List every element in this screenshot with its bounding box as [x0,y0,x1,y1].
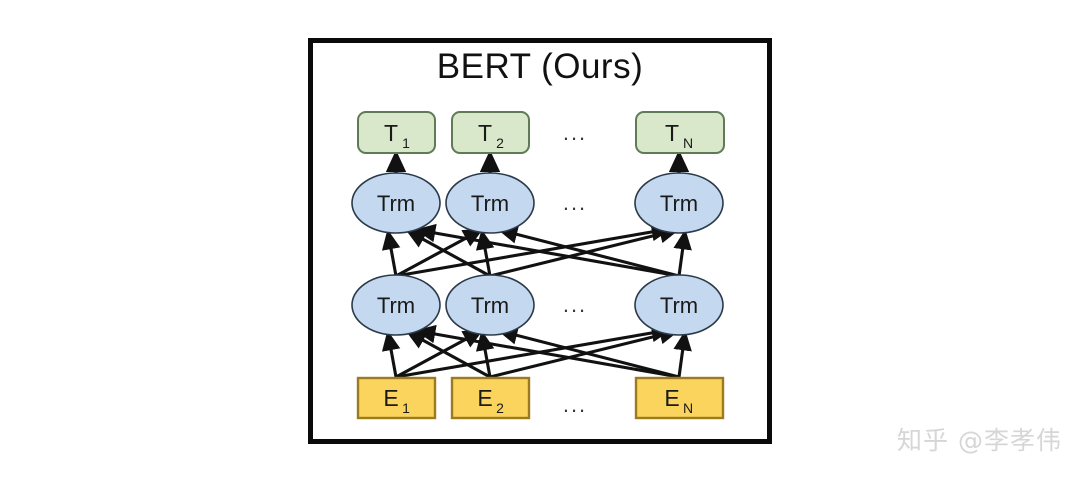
input-embedding-layer: E 1 E 2 ... E N [356,376,725,420]
ellipsis-transformer-layer-1: ... [563,292,587,317]
connections-transformer2-to-output [385,149,690,176]
transformer-layer-2: Trm Trm ... Trm [351,172,724,234]
transformer-node[interactable]: Trm [351,274,441,336]
embedding-node[interactable]: E N [634,376,725,420]
output-token-subscript: N [683,135,693,151]
transformer-node-label: Trm [471,293,509,318]
figure-title: BERT (Ours) [436,47,644,86]
embedding-node[interactable]: E 2 [450,376,531,420]
transformer-node-label: Trm [660,293,698,318]
output-token-node[interactable]: T 1 [357,111,436,154]
transformer-node-label: Trm [471,191,509,216]
transformer-node[interactable]: Trm [634,274,724,336]
embedding-label: E [383,385,398,411]
embedding-label: E [477,385,492,411]
ellipsis-output-layer: ... [563,120,587,145]
embedding-subscript: 1 [402,400,410,416]
embedding-node[interactable]: E 1 [356,376,437,420]
ellipsis-embedding-layer: ... [563,392,587,417]
transformer-node-label: Trm [377,191,415,216]
output-token-label: T [665,120,679,146]
output-token-subscript: 2 [496,135,504,151]
connections-transformer1-to-transformer2 [381,222,692,278]
watermark: 知乎 @李孝伟 [897,426,1062,455]
output-token-label: T [384,120,398,146]
transformer-node[interactable]: Trm [445,274,535,336]
output-token-layer: T 1 T 2 ... T N [357,111,725,154]
embedding-subscript: 2 [496,400,504,416]
transformer-node[interactable]: Trm [634,172,724,234]
embedding-subscript: N [683,400,693,416]
embedding-label: E [664,385,679,411]
connections-embedding-to-transformer1 [381,323,692,379]
ellipsis-transformer-layer-2: ... [563,190,587,215]
output-token-subscript: 1 [402,135,410,151]
output-token-node[interactable]: T 2 [451,111,530,154]
output-token-node[interactable]: T N [635,111,725,154]
transformer-node[interactable]: Trm [445,172,535,234]
transformer-node-label: Trm [660,191,698,216]
transformer-layer-1: Trm Trm ... Trm [351,274,724,336]
transformer-node[interactable]: Trm [351,172,441,234]
transformer-node-label: Trm [377,293,415,318]
output-token-label: T [478,120,492,146]
